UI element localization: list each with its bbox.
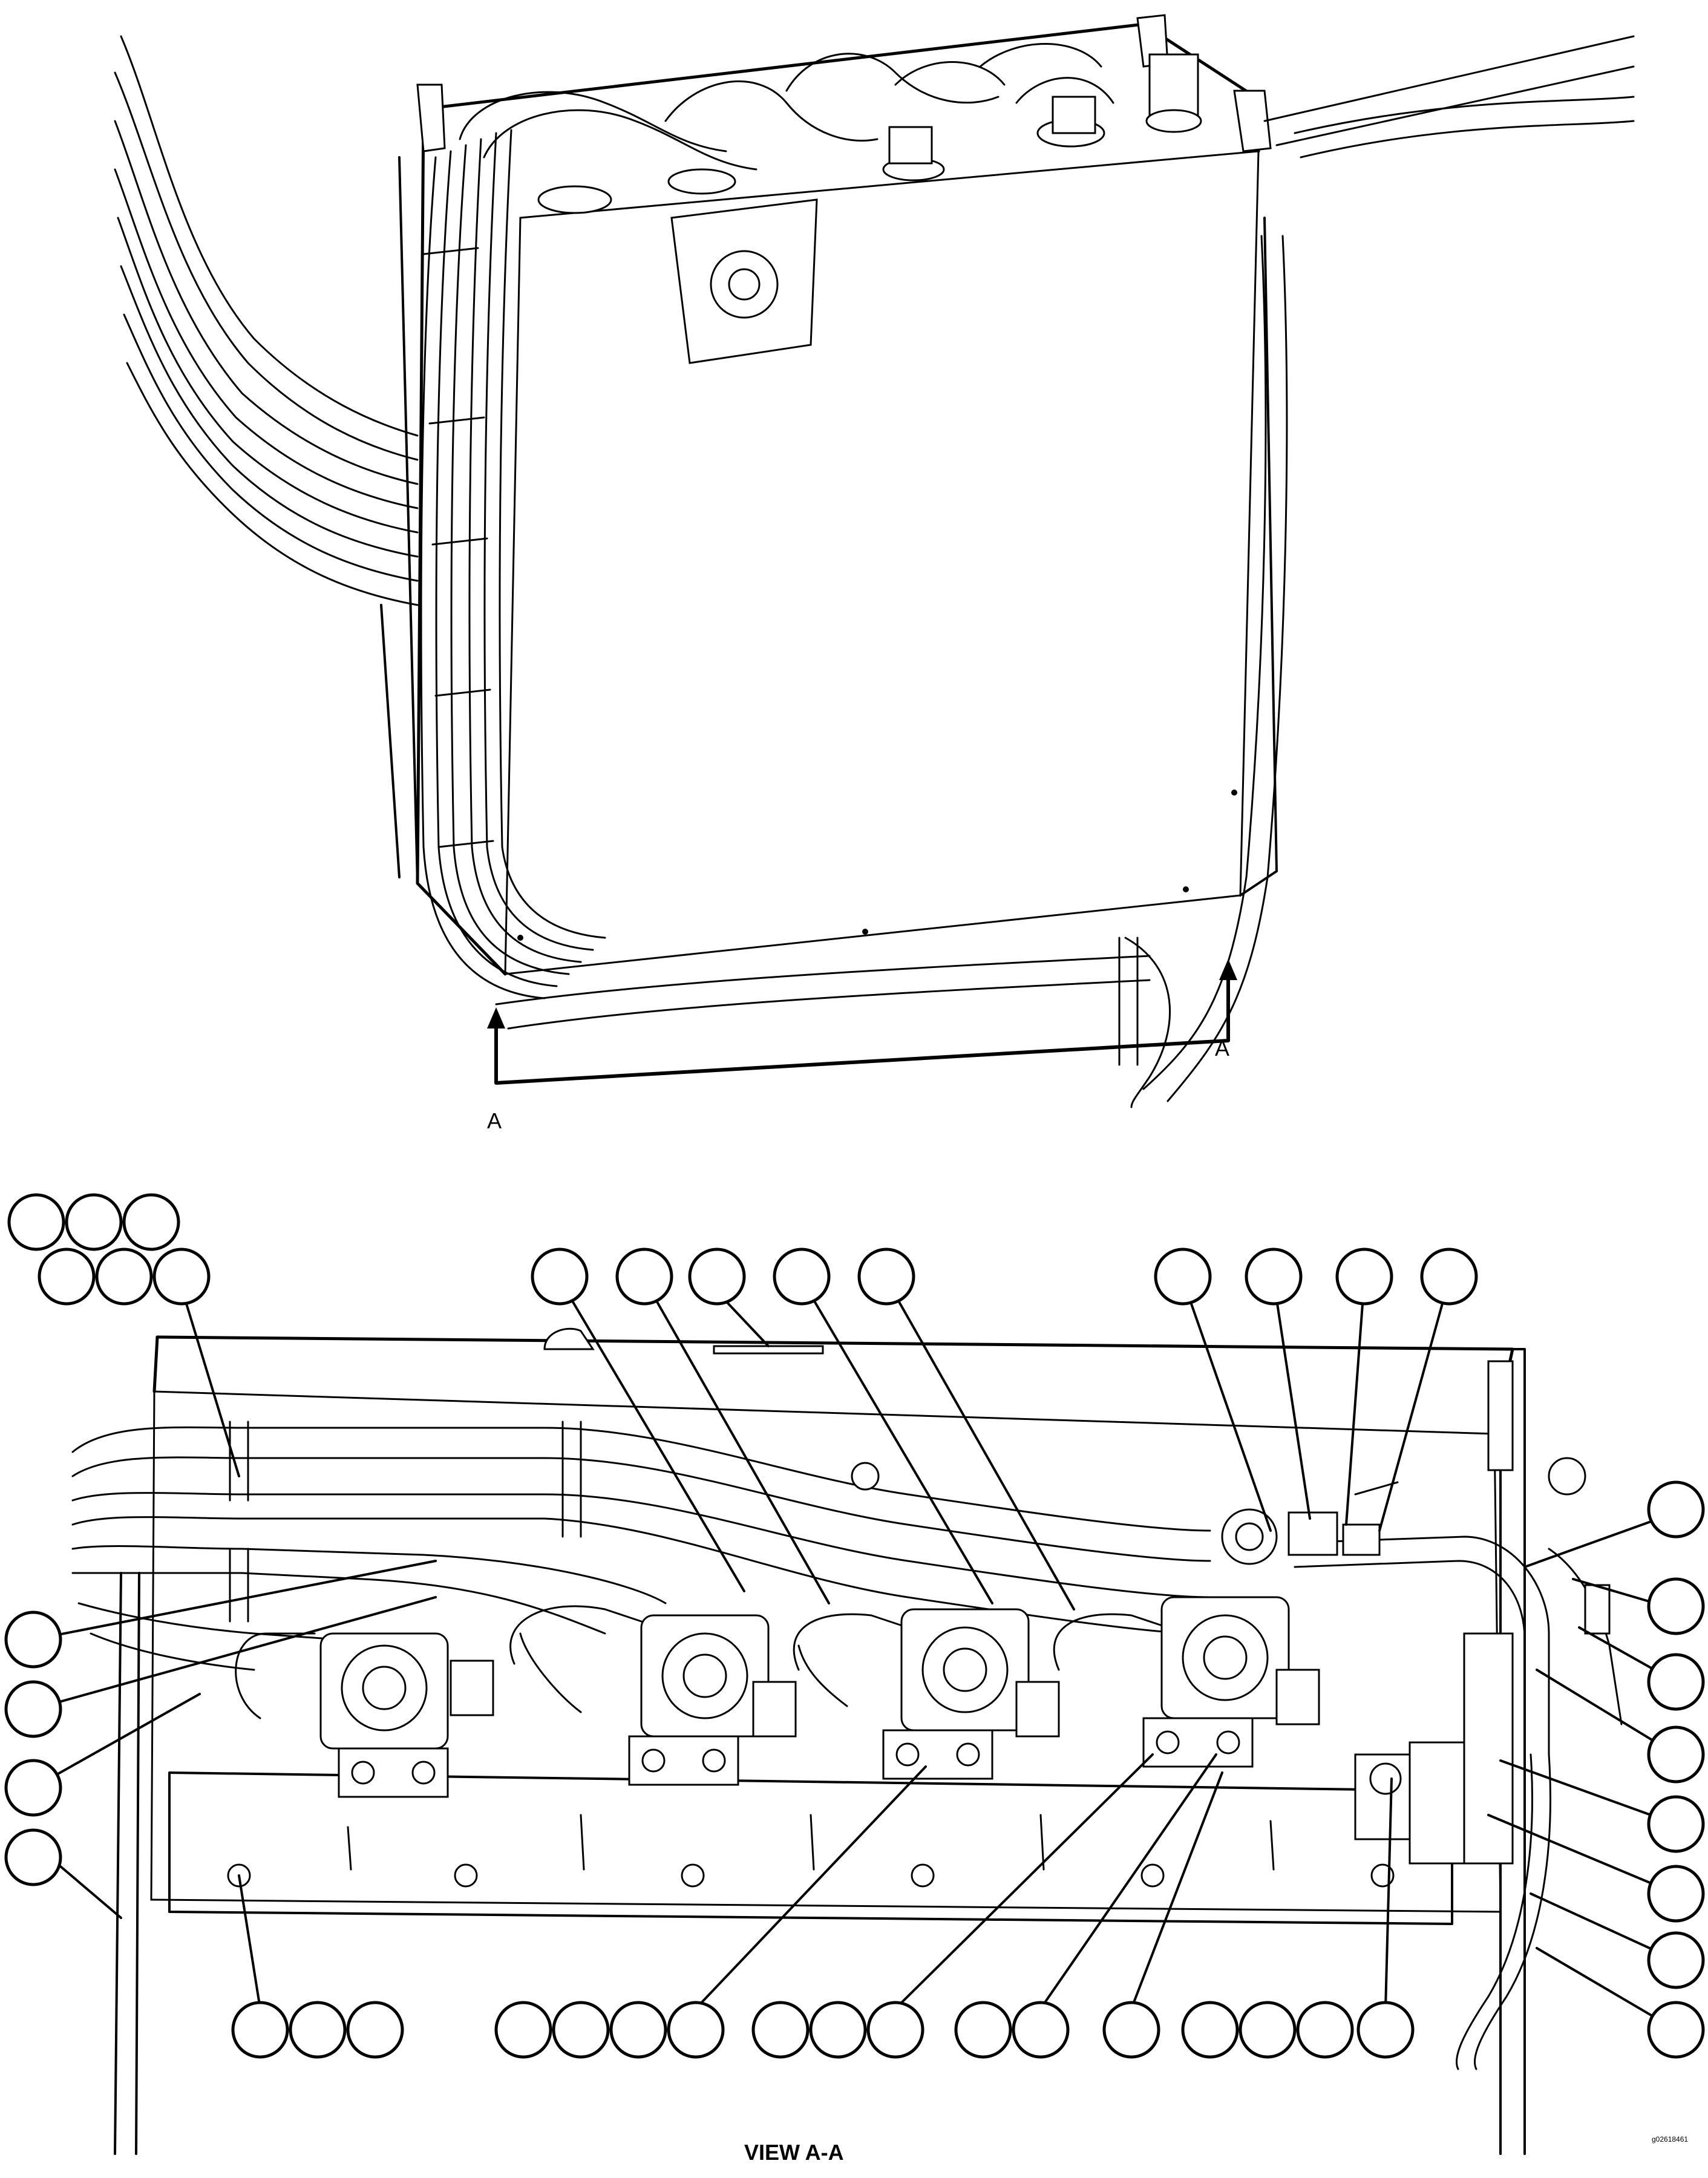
- valve-box-housing: [380, 14, 1278, 976]
- section-label-left: A: [487, 1108, 502, 1133]
- callout-bubble: [7, 1193, 65, 1251]
- callout-bubble: [1647, 2001, 1705, 2059]
- callout-bubble: [1420, 1248, 1478, 1306]
- callout-bubble: [866, 2001, 924, 2059]
- callout-bubble: [4, 1759, 62, 1817]
- callout-bubble: [494, 2001, 552, 2059]
- callout-bubble: [231, 2001, 289, 2059]
- callout-bubble: [531, 1248, 589, 1306]
- callout-bubble: [954, 2001, 1012, 2059]
- callout-bubble: [1647, 1480, 1705, 1539]
- drawing-code: g02618461: [1652, 2135, 1688, 2144]
- callout-bubble: [857, 1248, 915, 1306]
- solenoid-valve-1: [319, 1632, 494, 1798]
- callout-bubble: [1647, 1931, 1705, 1989]
- view-title: VIEW A-A: [744, 2140, 844, 2165]
- callout-bubble: [1245, 1248, 1303, 1306]
- bolt: [681, 1863, 705, 1888]
- callout-bubble: [1647, 1725, 1705, 1784]
- callout-bubble: [152, 1248, 211, 1306]
- top-hose-routing: [459, 43, 1114, 171]
- callout-bubble: [1154, 1248, 1212, 1306]
- callout-bubble: [1012, 2001, 1070, 2059]
- callout-bubble: [1335, 1248, 1393, 1306]
- callout-leaders: [32, 1278, 1677, 2031]
- callout-bubble: [552, 2001, 610, 2059]
- callout-bubble: [4, 1611, 62, 1669]
- panel-top-details: [543, 1327, 880, 1491]
- callout-bubble: [4, 1680, 62, 1738]
- callout-bubble: [122, 1193, 180, 1251]
- callout-bubble: [609, 2001, 667, 2059]
- bolt: [1140, 1863, 1165, 1888]
- callout-bubble: [1647, 1865, 1705, 1923]
- left-side-hose-group: [420, 129, 606, 999]
- section-label-right: A: [1215, 1036, 1229, 1061]
- callout-bubble: [65, 1193, 123, 1251]
- callout-bubble: [809, 2001, 867, 2059]
- top-valves: [537, 53, 1202, 214]
- right-components: [1221, 1360, 1611, 1865]
- callout-bubble: [346, 2001, 404, 2059]
- callout-bubble: [773, 1248, 831, 1306]
- solenoid-valve-3: [882, 1608, 1060, 1780]
- callout-bubble: [1647, 1577, 1705, 1635]
- callout-bubble: [38, 1248, 96, 1306]
- valve-hoses: [71, 1421, 1211, 1719]
- left-harness-bundle: [114, 35, 419, 606]
- callout-bubble: [615, 1248, 673, 1306]
- callout-bubble: [95, 1248, 153, 1306]
- bolt: [454, 1863, 478, 1888]
- callout-bubble: [751, 2001, 810, 2059]
- bolt: [911, 1863, 935, 1888]
- right-side-hoses: [1142, 35, 1635, 1102]
- upper-assembly-view: A A: [114, 14, 1635, 1133]
- callout-bubble: [1102, 2001, 1160, 2059]
- callout-bubble: [1356, 2001, 1415, 2059]
- callout-bubble: [289, 2001, 347, 2059]
- solenoid-valve-4: [1142, 1596, 1320, 1768]
- callout-bubble: [667, 2001, 725, 2059]
- callout-bubble: [688, 1248, 746, 1306]
- callout-bubble: [1647, 1653, 1705, 1711]
- section-view-aa: VIEW A-A g02618461: [4, 1193, 1705, 2165]
- callout-bubbles: [4, 1193, 1705, 2059]
- section-cut-line: [487, 959, 1237, 1085]
- solenoid-valve-2: [628, 1614, 797, 1786]
- callout-bubble: [1296, 2001, 1354, 2059]
- callout-bubble: [1181, 2001, 1239, 2059]
- callout-bubble: [1238, 2001, 1297, 2059]
- callout-bubble: [4, 1828, 62, 1886]
- callout-bubble: [1647, 1795, 1705, 1853]
